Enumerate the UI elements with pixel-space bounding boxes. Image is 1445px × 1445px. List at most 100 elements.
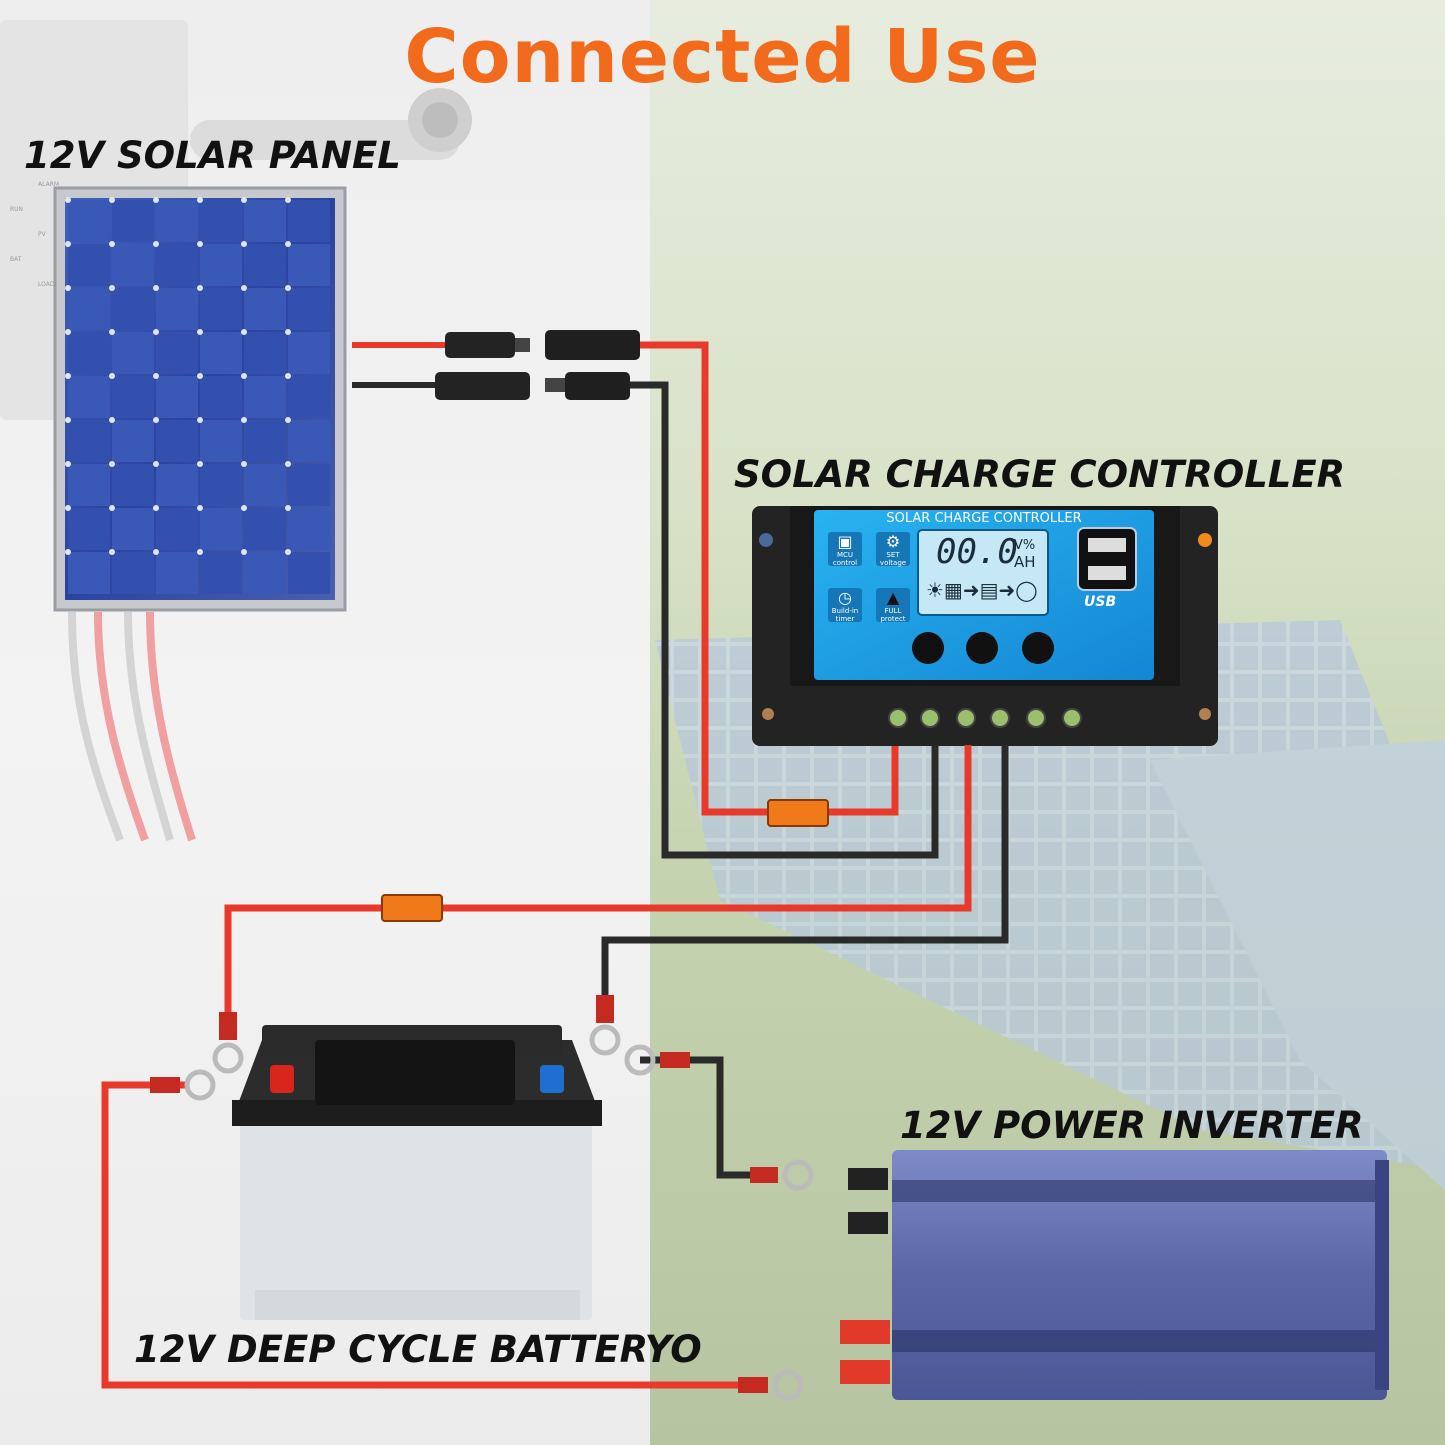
label-power-inverter: 12V POWER INVERTER: [900, 1104, 1364, 1147]
solar-cell: [288, 244, 330, 286]
solar-cell: [156, 376, 198, 418]
cell-corner: [241, 373, 247, 379]
solar-cell: [244, 464, 286, 506]
solar-cell: [112, 464, 154, 506]
lcd-unit-top: V%: [1014, 538, 1036, 553]
icon-timer-line2: timer: [835, 615, 855, 623]
solar-cell: [200, 244, 242, 286]
icon-set-line1: SET: [886, 551, 900, 559]
cell-corner: [109, 461, 115, 467]
solar-cell: [244, 420, 286, 462]
icon-mcu: ▣ MCU control: [828, 532, 862, 568]
cell-corner: [65, 197, 71, 203]
solar-cell: [244, 200, 286, 242]
solar-cell: [200, 552, 242, 594]
cell-corner: [241, 329, 247, 335]
solar-cell: [200, 288, 242, 330]
solar-cell: [200, 332, 242, 374]
solar-cell: [156, 200, 198, 242]
solar-cell: [244, 288, 286, 330]
cell-corner: [109, 373, 115, 379]
solar-cell: [244, 244, 286, 286]
cell-corner: [153, 373, 159, 379]
battery: [232, 1025, 602, 1320]
solar-cell: [112, 508, 154, 550]
cell-corner: [65, 329, 71, 335]
icon-mcu-line2: control: [832, 559, 858, 567]
lcd-flow-icons: ☀▦➜▤➜◯: [926, 578, 1038, 602]
cell-corner: [65, 241, 71, 247]
chip-icon: ▣: [837, 532, 853, 551]
cell-corner: [285, 417, 291, 423]
cell-corner: [241, 197, 247, 203]
solar-cell: [244, 508, 286, 550]
cell-corner: [153, 505, 159, 511]
cell-corner: [153, 329, 159, 335]
label-battery: 12V DEEP CYCLE BATTERYO: [134, 1328, 702, 1371]
solar-cell: [68, 508, 110, 550]
solar-cell: [156, 552, 198, 594]
cell-corner: [285, 285, 291, 291]
controller-terminals: [888, 708, 1082, 728]
cell-corner: [241, 549, 247, 555]
solar-cell: [288, 200, 330, 242]
ring-terminals: [150, 995, 814, 1401]
icon-set-voltage: ⚙ SET voltage: [876, 533, 910, 568]
cell-corner: [197, 505, 203, 511]
controller-panel-title: SOLAR CHARGE CONTROLLER: [886, 511, 1082, 526]
solar-cell: [288, 420, 330, 462]
cell-corner: [197, 329, 203, 335]
solar-cell: [156, 288, 198, 330]
cell-corner: [197, 241, 203, 247]
lcd-unit-bottom: AH: [1014, 553, 1036, 571]
page-title: Connected Use: [404, 14, 1041, 100]
label-charge-controller: SOLAR CHARGE CONTROLLER: [734, 453, 1346, 496]
icon-full-line2: protect: [880, 615, 906, 623]
cell-corner: [285, 549, 291, 555]
cell-corner: [197, 549, 203, 555]
solar-cell: [244, 552, 286, 594]
solar-cell: [68, 420, 110, 462]
solar-cell: [112, 244, 154, 286]
solar-cell: [68, 288, 110, 330]
cell-corner: [109, 285, 115, 291]
cell-corner: [285, 373, 291, 379]
solar-cell: [200, 200, 242, 242]
cell-corner: [109, 505, 115, 511]
indicator-alarm: ALARM: [38, 181, 60, 188]
solar-cell: [200, 376, 242, 418]
cell-corner: [153, 549, 159, 555]
cell-corner: [285, 329, 291, 335]
cell-corner: [197, 417, 203, 423]
solar-cell: [68, 244, 110, 286]
cell-corner: [197, 285, 203, 291]
usb-label: USB: [1084, 594, 1117, 610]
solar-cell: [68, 464, 110, 506]
solar-panel: [53, 186, 347, 842]
icon-full-protect: ▲ FULL protect: [876, 589, 910, 624]
solar-cell: [68, 200, 110, 242]
solar-cell: [200, 464, 242, 506]
solar-cell: [68, 376, 110, 418]
solar-cell: [112, 420, 154, 462]
solar-cell: [112, 288, 154, 330]
label-solar-panel: 12V SOLAR PANEL: [24, 134, 401, 177]
mc4-connectors: [435, 330, 640, 400]
icon-timer: ◷ Build-in timer: [826, 589, 864, 624]
cell-corner: [153, 285, 159, 291]
solar-cell: [156, 464, 198, 506]
cell-corner: [65, 505, 71, 511]
icon-timer-line1: Build-in: [831, 607, 859, 615]
cell-corner: [109, 329, 115, 335]
cell-corner: [241, 285, 247, 291]
cell-corner: [241, 461, 247, 467]
indicator-load: LOAD: [38, 281, 55, 288]
panel-wires: [352, 341, 939, 859]
solar-cell: [288, 332, 330, 374]
cell-corner: [109, 417, 115, 423]
cell-corner: [153, 461, 159, 467]
solar-cell: [112, 552, 154, 594]
cell-corner: [153, 197, 159, 203]
solar-cell: [200, 420, 242, 462]
cell-corner: [65, 549, 71, 555]
